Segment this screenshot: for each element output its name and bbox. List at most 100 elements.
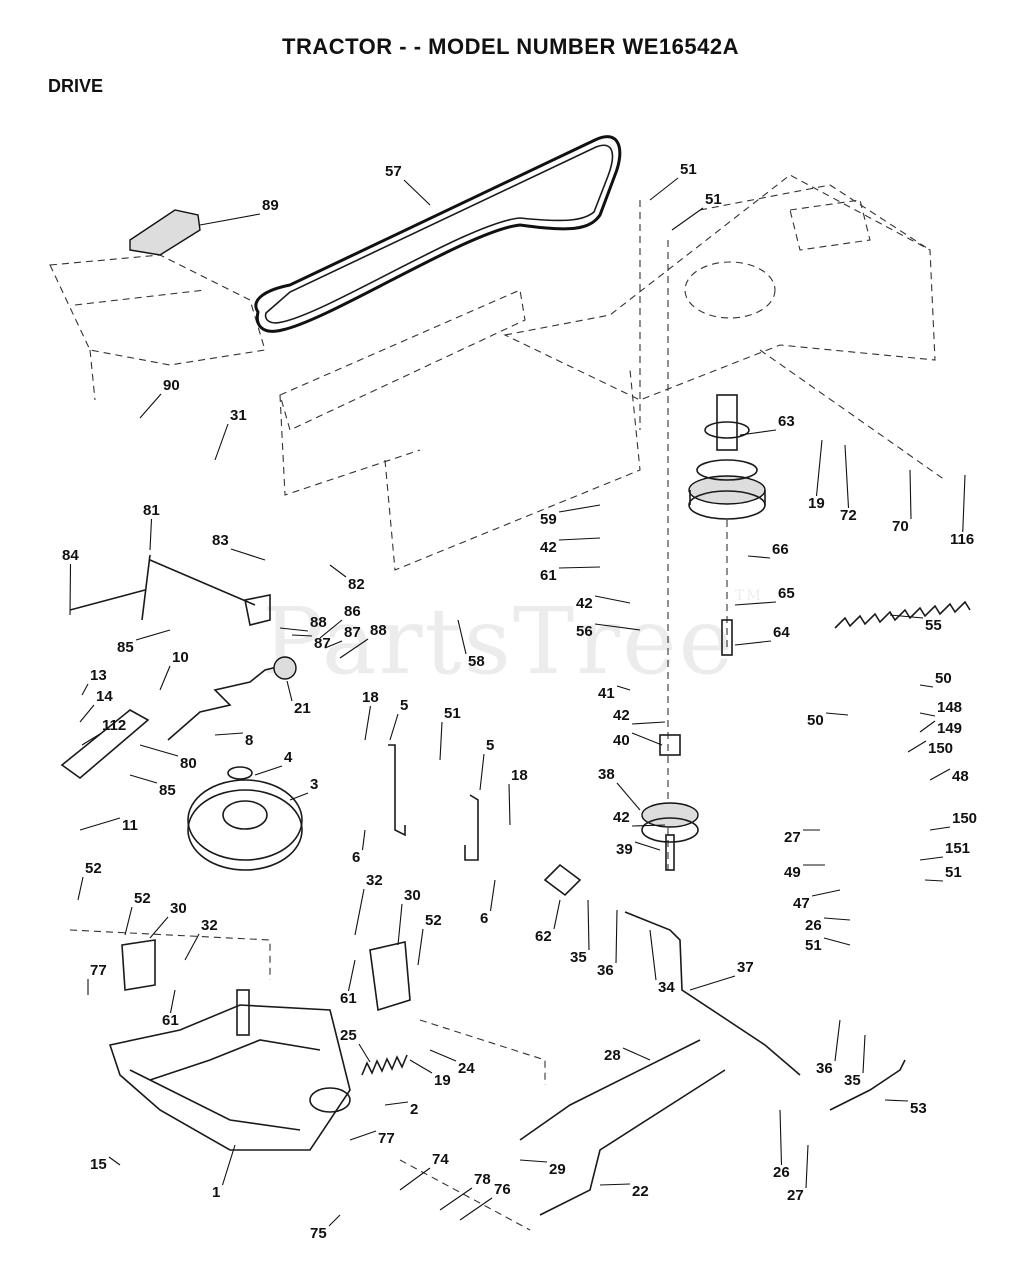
leader-line-31 <box>214 423 229 461</box>
callout-26: 26 <box>805 917 822 934</box>
callout-57: 57 <box>385 163 402 180</box>
callout-148: 148 <box>937 699 962 716</box>
leader-line-63 <box>739 429 777 436</box>
page-title: TRACTOR - - MODEL NUMBER WE16542A <box>282 34 739 59</box>
watermark-trademark: TM <box>735 588 763 604</box>
callout-88: 88 <box>370 622 387 639</box>
leader-line-15 <box>108 1156 121 1166</box>
leader-line-51 <box>671 207 704 231</box>
leader-line-83 <box>230 548 266 561</box>
callout-65: 65 <box>778 585 795 602</box>
assembly-guide-line-2 <box>419 1019 546 1085</box>
leader-line-2 <box>384 1101 409 1106</box>
leader-line-35 <box>862 1034 866 1074</box>
leader-line-61 <box>347 959 356 992</box>
leader-line-19 <box>409 1059 433 1074</box>
leader-line-61 <box>558 566 601 569</box>
callout-42: 42 <box>540 539 557 556</box>
bracket-5-right <box>464 794 479 861</box>
callout-50: 50 <box>935 670 952 687</box>
leader-line-42 <box>631 824 666 827</box>
leader-line-62 <box>553 899 561 930</box>
brake-rod-22 <box>539 1069 726 1216</box>
transaxle-1 <box>108 989 351 1151</box>
leader-line-26 <box>779 1109 783 1166</box>
leader-line-28 <box>622 1047 651 1061</box>
leader-line-42 <box>594 595 631 604</box>
assembly-guide-line <box>69 929 271 980</box>
leader-line-50 <box>919 684 934 688</box>
callout-85: 85 <box>117 639 134 656</box>
callout-59: 59 <box>540 511 557 528</box>
callout-32: 32 <box>366 872 383 889</box>
callout-72: 72 <box>840 507 857 524</box>
callout-77: 77 <box>378 1130 395 1147</box>
callout-leaders <box>69 177 966 1227</box>
callout-87: 87 <box>314 635 331 652</box>
leader-line-40 <box>631 732 663 746</box>
leader-line-8 <box>214 732 244 736</box>
callout-25: 25 <box>340 1027 357 1044</box>
callout-35: 35 <box>844 1072 861 1089</box>
shift-rod-81 <box>69 554 271 626</box>
leader-line-1 <box>221 1144 236 1186</box>
leader-line-75 <box>328 1214 341 1227</box>
leader-line-18 <box>508 783 511 826</box>
leader-line-6 <box>361 829 366 851</box>
callout-1: 1 <box>212 1184 220 1201</box>
leader-line-116 <box>962 474 966 533</box>
leader-line-19 <box>815 439 823 497</box>
leader-line-65 <box>734 601 777 606</box>
callout-58: 58 <box>468 653 485 670</box>
leader-line-85 <box>135 629 171 641</box>
callout-5: 5 <box>400 697 408 714</box>
leader-line-4 <box>254 765 283 776</box>
callout-30: 30 <box>404 887 421 904</box>
callout-86: 86 <box>344 603 361 620</box>
callout-19: 19 <box>808 495 825 512</box>
callout-6: 6 <box>480 910 488 927</box>
callout-14: 14 <box>96 688 113 705</box>
leader-line-150 <box>929 826 951 831</box>
leader-line-87 <box>291 634 313 637</box>
leader-line-87 <box>324 640 343 649</box>
callout-29: 29 <box>549 1161 566 1178</box>
leader-line-72 <box>844 444 850 509</box>
drive-belt-inner <box>264 144 614 324</box>
callout-24: 24 <box>458 1060 475 1077</box>
main-frame-outline <box>279 174 946 571</box>
leader-line-5 <box>389 713 399 741</box>
engine-pulley-63 <box>688 394 766 656</box>
leader-line-59 <box>558 504 601 513</box>
callout-52: 52 <box>85 860 102 877</box>
leader-line-22 <box>599 1183 631 1186</box>
leader-line-21 <box>286 680 293 702</box>
callout-35: 35 <box>570 949 587 966</box>
leader-line-37 <box>689 975 736 991</box>
callout-28: 28 <box>604 1047 621 1064</box>
leader-line-90 <box>139 393 162 419</box>
callout-31: 31 <box>230 407 247 424</box>
callout-62: 62 <box>535 928 552 945</box>
callout-151: 151 <box>945 840 970 857</box>
leader-line-36 <box>834 1019 841 1062</box>
handle-grip-62 <box>543 863 582 897</box>
callout-42: 42 <box>613 809 630 826</box>
spring-55 <box>834 600 971 629</box>
callout-150: 150 <box>928 740 953 757</box>
leader-line-52 <box>124 906 133 936</box>
leader-line-66 <box>747 555 771 559</box>
leader-line-51 <box>439 721 443 761</box>
leader-line-53 <box>884 1099 909 1102</box>
callout-4: 4 <box>284 749 293 766</box>
callout-81: 81 <box>143 502 160 519</box>
callout-77: 77 <box>90 962 107 979</box>
leader-line-89 <box>199 213 261 226</box>
leader-line-82 <box>329 564 347 578</box>
leader-line-151 <box>919 856 944 861</box>
leader-line-3 <box>289 792 309 801</box>
leader-line-24 <box>429 1049 457 1062</box>
callout-11: 11 <box>122 817 138 834</box>
callout-34: 34 <box>658 979 675 996</box>
